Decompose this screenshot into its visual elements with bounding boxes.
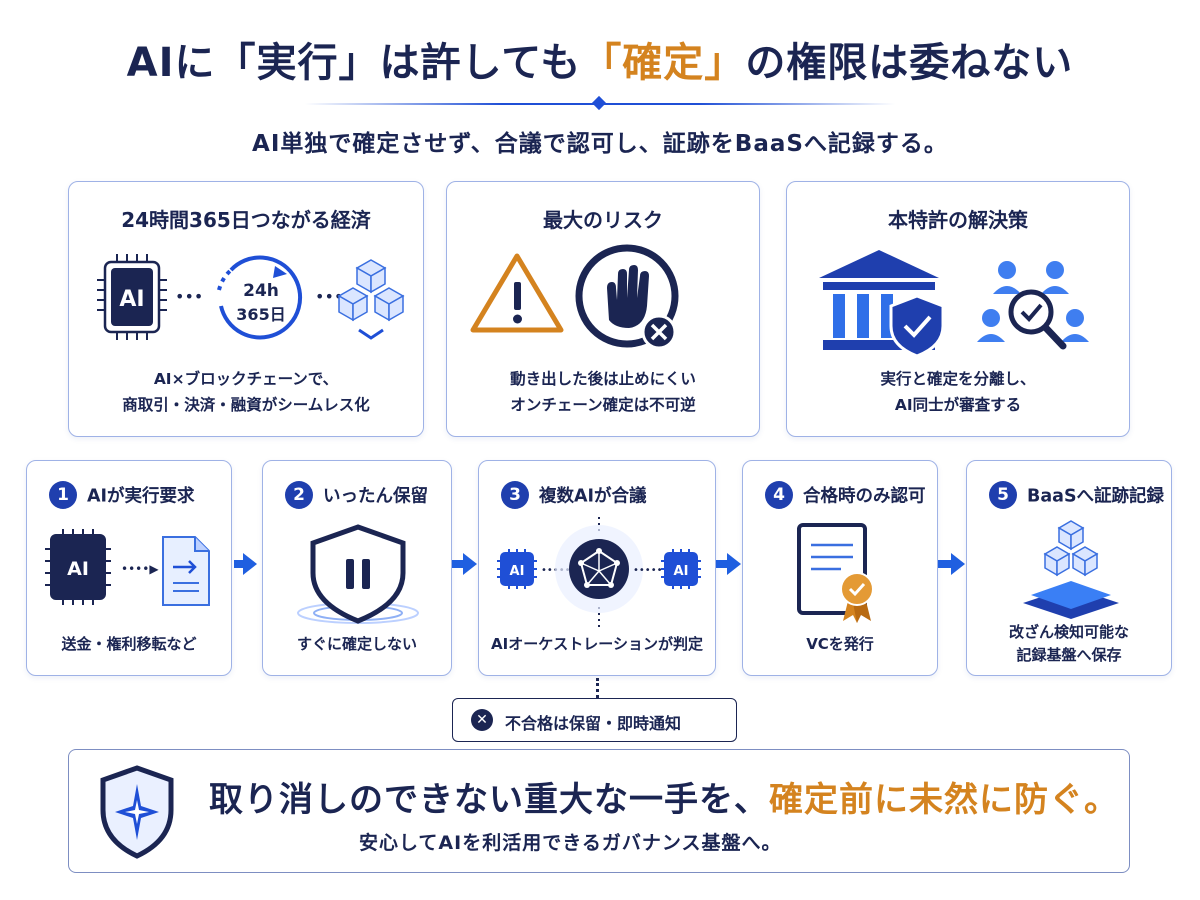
ai-chip-label: AI bbox=[119, 287, 144, 312]
panel-solution: 本特許の解決策 実行と確定を分離し、AI同士が審査する bbox=[786, 181, 1130, 437]
pause-shield-icon bbox=[297, 524, 419, 624]
step-heading: 2 いったん保留 bbox=[285, 481, 428, 509]
step-label: AIが実行要求 bbox=[87, 486, 195, 507]
panel-desc: 実行と確定を分離し、AI同士が審査する bbox=[880, 370, 1036, 414]
svg-text:••••▶: ••••▶ bbox=[121, 562, 159, 576]
step-desc: AIオーケストレーションが判定 bbox=[491, 635, 703, 653]
flow-arrow-icon bbox=[243, 553, 257, 575]
risk-illustration bbox=[470, 244, 679, 350]
step-desc: VCを発行 bbox=[806, 635, 874, 653]
ai-chip-left-label: AI bbox=[510, 564, 525, 579]
divider-diamond bbox=[591, 95, 607, 111]
panel-title: 最大のリスク bbox=[543, 208, 663, 232]
title-text: AIに「実行」は許しても bbox=[126, 40, 582, 86]
ai-chip-left-icon bbox=[497, 549, 537, 589]
page-subtitle: AI単独で確定させず、合議で認可し、証跡をBaaSへ記録する。 bbox=[252, 131, 948, 157]
title-accent: 「確定」 bbox=[581, 40, 746, 86]
step-label: BaaSへ証跡記録 bbox=[1027, 486, 1165, 507]
step-heading: 4 合格時のみ認可 bbox=[765, 481, 926, 509]
panel-desc: AI×ブロックチェーンで、商取引・決済・融資がシームレス化 bbox=[122, 370, 370, 414]
step-card-1: 1 AIが実行要求 AI ••••▶ 送金・権利移転など bbox=[26, 460, 232, 676]
close-icon: ✕ bbox=[471, 709, 493, 731]
step-card-5: 5 BaaSへ証跡記録 改ざん検知可能な記録基盤へ保存 bbox=[966, 460, 1172, 676]
network-node-icon bbox=[555, 525, 643, 613]
page-title: AIに「実行」は許しても「確定」の権限は委ねない bbox=[0, 30, 1200, 88]
panel-economy: 24時間365日つながる経済 AI ••• 24h 365日 ••• bbox=[68, 181, 424, 437]
step-number-badge: 1 bbox=[49, 481, 77, 509]
flow-arrow-stem bbox=[234, 560, 244, 568]
step-card-3: 3 複数AIが合議 AI •••••• •••••• AI AIオーケストレーショ… bbox=[478, 460, 716, 676]
panel-title: 本特許の解決策 bbox=[888, 208, 1028, 232]
step-number-badge: 4 bbox=[765, 481, 793, 509]
stop-hand-icon bbox=[575, 244, 679, 350]
step-heading: 5 BaaSへ証跡記録 bbox=[989, 481, 1164, 509]
blockchain-cubes-icon bbox=[337, 259, 405, 340]
economy-illustration: AI ••• 24h 365日 ••• bbox=[97, 254, 405, 340]
ai-chip-right-label: AI bbox=[674, 564, 689, 579]
document-icon bbox=[162, 536, 210, 606]
conclusion-subline: 安心してAIを利活用できるガバナンス基盤へ。 bbox=[359, 832, 782, 854]
flow-arrow-stem bbox=[452, 560, 464, 568]
step-label: 合格時のみ認可 bbox=[803, 486, 926, 507]
bank-shield-icon bbox=[819, 250, 945, 358]
review-team-icon bbox=[977, 261, 1089, 350]
flow-arrow-icon bbox=[951, 553, 965, 575]
step-card-4: 4 合格時のみ認可 VCを発行 bbox=[742, 460, 938, 676]
step-card-2: 2 いったん保留 すぐに確定しない bbox=[262, 460, 452, 676]
step-number-badge: 2 bbox=[285, 481, 313, 509]
ai-chip-icon: AI bbox=[97, 254, 167, 340]
flow-arrow-stem bbox=[938, 560, 952, 568]
title-text-end: の権限は委ねない bbox=[745, 40, 1074, 86]
step-heading: 1 AIが実行要求 bbox=[49, 481, 195, 509]
reject-connector bbox=[596, 678, 601, 698]
svg-text:••••••: •••••• bbox=[633, 565, 668, 576]
ai-chip-right-icon bbox=[661, 549, 701, 589]
consensus-illustration: AI •••••• •••••• AI bbox=[497, 517, 701, 627]
flow-arrow-icon bbox=[727, 553, 741, 575]
panel-title: 24時間365日つながる経済 bbox=[121, 208, 371, 232]
step-heading: 3 複数AIが合議 bbox=[501, 481, 647, 509]
step-desc: 送金・権利移転など bbox=[61, 635, 197, 653]
ai-chip-label: AI bbox=[67, 558, 89, 580]
conclusion-headline: 取り消しのできない重大な一手を、確定前に未然に防ぐ。 bbox=[209, 780, 1119, 820]
solution-illustration bbox=[819, 250, 1089, 358]
certificate-icon bbox=[797, 523, 874, 623]
star-shield-icon bbox=[100, 765, 174, 859]
step-number-badge: 3 bbox=[501, 481, 529, 509]
reject-note: ✕ 不合格は保留・即時通知 bbox=[452, 698, 737, 742]
svg-text:•••: ••• bbox=[315, 287, 343, 306]
clock-label-24h: 24h bbox=[243, 281, 279, 301]
flow-arrow-stem bbox=[716, 560, 728, 568]
step-illustration: AI ••••▶ bbox=[45, 529, 210, 606]
panel-risk: 最大のリスク 動き出した後は止めにくいオンチェーン確定は不可逆 bbox=[446, 181, 760, 437]
step-desc: 改ざん検知可能な記録基盤へ保存 bbox=[1008, 623, 1129, 664]
svg-text:•••: ••• bbox=[175, 287, 203, 306]
conclusion-accent: 確定前に未然に防ぐ。 bbox=[769, 780, 1119, 820]
step-number-badge: 5 bbox=[989, 481, 1017, 509]
clock-label-365: 365日 bbox=[236, 305, 285, 324]
step-label: いったん保留 bbox=[323, 486, 428, 507]
warning-icon bbox=[470, 253, 564, 333]
step-label: 複数AIが合議 bbox=[539, 486, 647, 507]
conclusion-banner: 取り消しのできない重大な一手を、確定前に未然に防ぐ。 安心してAIを利活用できる… bbox=[68, 749, 1130, 873]
reject-note-text: 不合格は保留・即時通知 bbox=[505, 714, 682, 733]
clock-cycle-icon: 24h 365日 bbox=[217, 255, 303, 340]
blockchain-record-icon bbox=[1023, 520, 1119, 619]
flow-arrow-icon bbox=[463, 553, 477, 575]
step-desc: すぐに確定しない bbox=[296, 635, 417, 653]
panel-desc: 動き出した後は止めにくいオンチェーン確定は不可逆 bbox=[510, 370, 696, 414]
ai-chip-icon bbox=[45, 529, 111, 605]
